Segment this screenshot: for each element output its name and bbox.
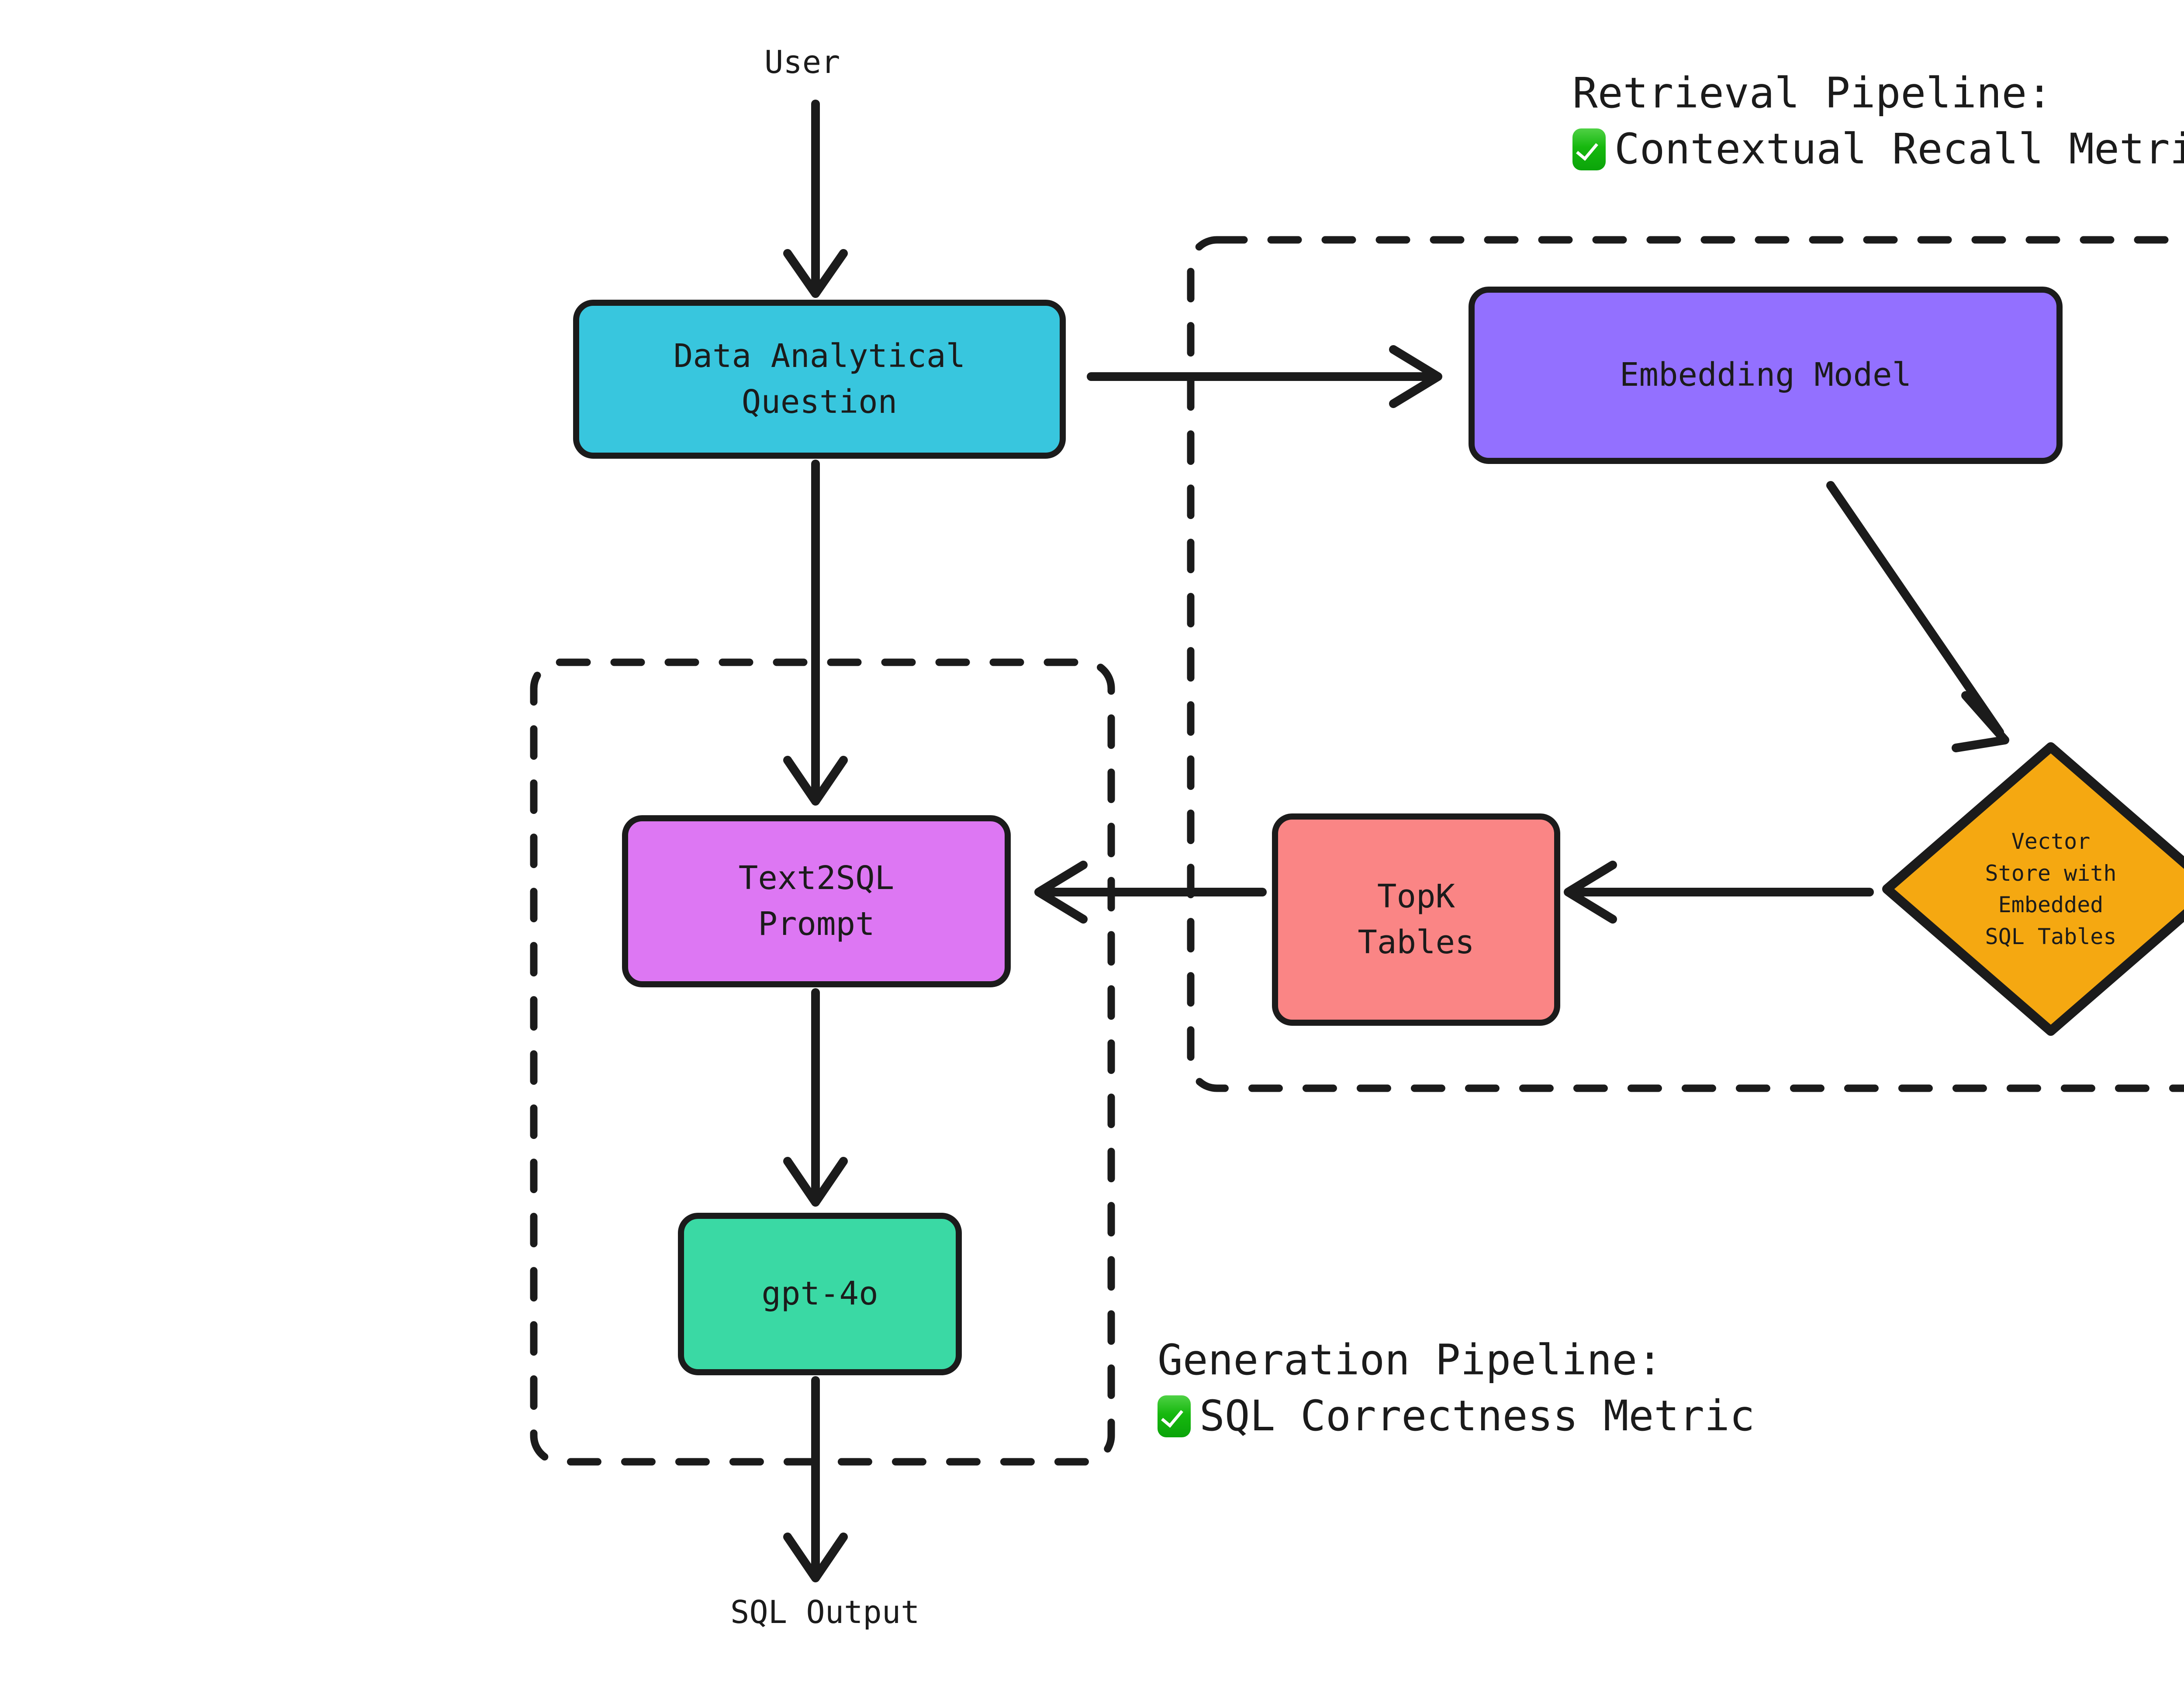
edge-text2sql-to-gpt4o-head <box>783 1157 848 1207</box>
node-topk-tables[interactable]: TopK Tables <box>1272 813 1560 1026</box>
node-vector-store[interactable]: Vector Store with Embedded SQL Tables <box>1878 738 2184 1040</box>
node-vector-store-label: Vector Store with Embedded SQL Tables <box>1985 829 2117 949</box>
generation-pipeline-title: Generation Pipeline: <box>1158 1336 1662 1384</box>
retrieval-pipeline-metric-row: Contextual Recall Metric <box>1572 121 2184 177</box>
edge-question-to-text2sql-head <box>783 756 848 806</box>
edge-question-to-embedding-head <box>1389 345 1442 408</box>
edge-embedding-to-vectorstore <box>1826 481 2004 737</box>
sql-output-label: SQL Output <box>730 1594 920 1630</box>
edge-vectorstore-to-topk-head <box>1564 861 1617 924</box>
edge-gpt4o-to-sqloutput-head <box>783 1533 848 1582</box>
node-gpt-4o[interactable]: gpt-4o <box>678 1213 962 1375</box>
retrieval-pipeline-metric-label: Contextual Recall Metric <box>1614 124 2184 173</box>
node-embedding-model[interactable]: Embedding Model <box>1469 287 2063 464</box>
retrieval-pipeline-caption: Retrieval Pipeline: Contextual Recall Me… <box>1572 66 2184 177</box>
node-data-analytical-question[interactable]: Data Analytical Question <box>573 300 1066 459</box>
retrieval-pipeline-title: Retrieval Pipeline: <box>1572 69 2053 118</box>
edge-topk-to-text2sql-head <box>1034 861 1088 924</box>
generation-pipeline-metric-label: SQL Correctness Metric <box>1199 1391 1755 1440</box>
white-heavy-check-mark-icon <box>1572 128 1606 170</box>
node-text2sql-prompt[interactable]: Text2SQL Prompt <box>622 815 1011 987</box>
user-label: User <box>764 44 840 80</box>
white-heavy-check-mark-icon <box>1158 1395 1191 1437</box>
vector-store-diamond-shape <box>1882 742 2184 1036</box>
generation-pipeline-metric-row: SQL Correctness Metric <box>1158 1388 1755 1444</box>
generation-pipeline-caption: Generation Pipeline: SQL Correctness Met… <box>1158 1332 1755 1444</box>
edge-user-to-question-head <box>783 249 848 298</box>
